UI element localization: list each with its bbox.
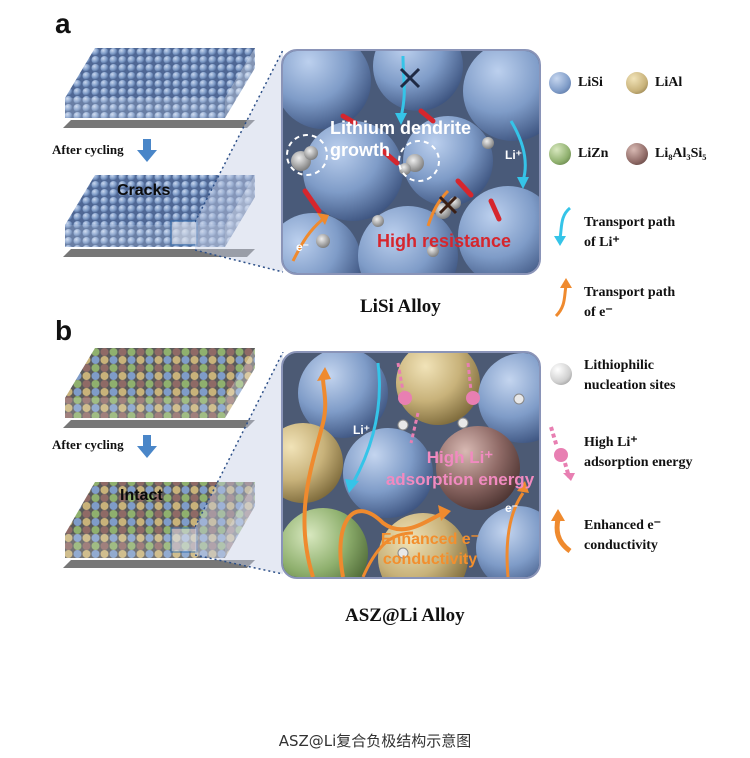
e-transport-path-icon [554, 278, 572, 318]
asz-slab-intact [63, 482, 255, 568]
nucleation-site-swatch [550, 363, 572, 385]
zoom-connector-a [195, 50, 284, 273]
lial-legend-swatch [626, 72, 648, 94]
enhanced-conductivity-legend-label: Enhanced e⁻ conductivity [584, 518, 662, 553]
adsorption-energy-legend-label: High Li⁺ adsorption energy [584, 435, 693, 470]
zoom-panel-lisi [281, 49, 541, 275]
li8al3si5-legend-label: Li₈Al₃Si₅ [655, 146, 707, 161]
nucleation-site-label: Lithiophilic nucleation sites [584, 358, 676, 393]
down-arrow-icon [137, 435, 157, 458]
high-resistance-label: High resistance [377, 231, 512, 251]
figure-caption: ASZ@Li复合负极结构示意图 [278, 732, 472, 750]
lizn-legend-swatch [549, 143, 571, 165]
li8al3si5-legend-swatch [626, 143, 648, 165]
li-plus-label-b: Li⁺ [353, 423, 370, 437]
cracks-label: Cracks [117, 182, 171, 199]
zoom-panel-asz [281, 351, 541, 579]
li-plus-label-a: Li⁺ [505, 148, 522, 162]
after-cycling-label-a: After cycling [52, 142, 124, 157]
lial-legend-label: LiAl [655, 75, 683, 90]
lisi-slab-pristine [63, 48, 255, 128]
e-transport-path-label: Transport path of e⁻ [584, 285, 676, 320]
adsorption-energy-icon [549, 426, 575, 481]
enhanced-conductivity-icon [551, 509, 572, 553]
lisi-legend-label: LiSi [578, 75, 603, 90]
dendrite-growth-label: Lithium dendrite growth [330, 118, 471, 160]
li-transport-path-label: Transport path of Li⁺ [584, 215, 676, 250]
adsorption-energy-label: High Li⁺ adsorption energy [385, 448, 535, 489]
panel-b-label: b [55, 315, 73, 346]
li-transport-path-icon [554, 206, 572, 246]
zoom-connector-b [195, 352, 284, 575]
lisi-zoom-scene [283, 51, 539, 273]
e-minus-label-b: e⁻ [505, 501, 519, 515]
enhanced-conductivity-label: Enhanced e⁻ conductivity [380, 531, 480, 568]
e-minus-label-a: e⁻ [296, 240, 310, 254]
after-cycling-label-b: After cycling [52, 437, 124, 452]
asz-slab-pristine [63, 348, 255, 428]
asz-alloy-title: ASZ@Li Alloy [345, 605, 465, 626]
panel-a-label: a [55, 8, 71, 39]
lisi-alloy-title: LiSi Alloy [360, 296, 441, 317]
intact-label: Intact [120, 487, 163, 504]
lisi-slab-cracked [63, 175, 255, 257]
lizn-legend-label: LiZn [578, 146, 609, 161]
lisi-legend-swatch [549, 72, 571, 94]
down-arrow-icon [137, 139, 157, 162]
asz-zoom-scene [283, 353, 539, 577]
